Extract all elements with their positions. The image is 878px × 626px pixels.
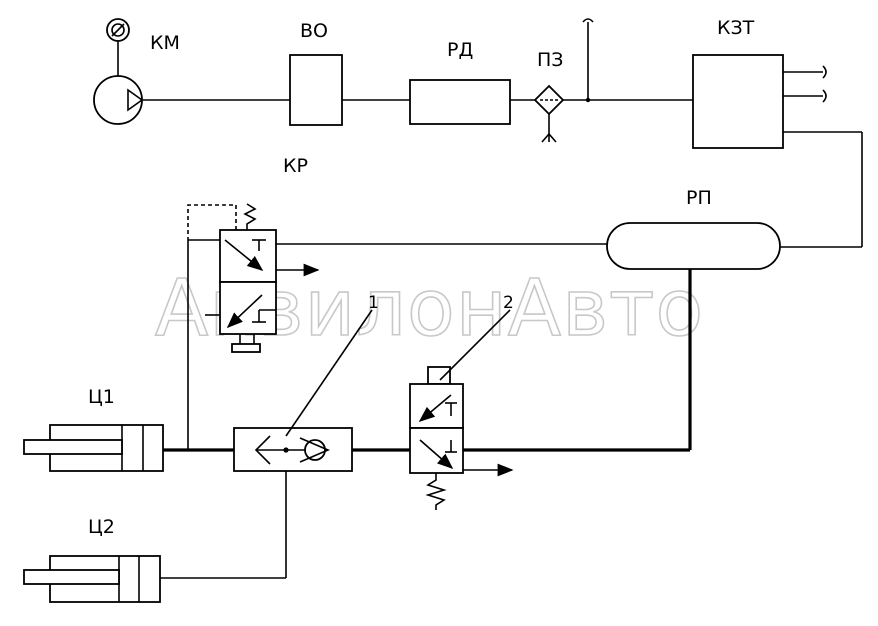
oil-separator-vo [289, 54, 343, 126]
label-kzt: КЗТ [717, 17, 755, 39]
label-pz: ПЗ [537, 49, 563, 71]
kzt-outlets [780, 65, 863, 248]
label-c1: Ц1 [88, 386, 115, 408]
cylinder-c2 [23, 555, 161, 603]
valve-block-kzt [692, 54, 784, 149]
label-kr: КР [283, 155, 308, 177]
gauge-icon [106, 18, 130, 76]
supply-line [143, 18, 693, 103]
label-rp: РП [686, 187, 712, 209]
label-rd: РД [447, 39, 473, 61]
label-n1: 1 [368, 293, 379, 313]
shuttle-valve-1 [233, 427, 353, 472]
solenoid-valve-2 [409, 366, 514, 510]
label-n2: 2 [503, 293, 514, 313]
compressor-km [93, 75, 144, 125]
label-vo: ВО [300, 20, 328, 42]
filter-pz [533, 84, 565, 143]
valve-kr [187, 203, 320, 353]
label-km: КМ [150, 32, 180, 54]
pressure-regulator-rd [409, 79, 511, 125]
cylinder-c1 [23, 424, 164, 472]
label-c2: Ц2 [88, 516, 115, 538]
receiver-rp [606, 222, 781, 270]
